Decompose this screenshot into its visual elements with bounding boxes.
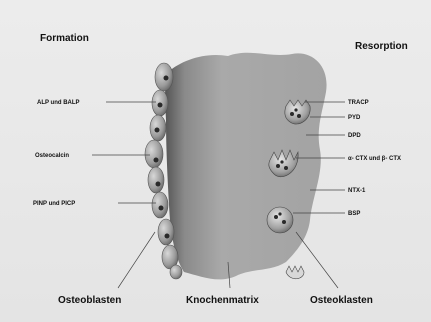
marker-ctx: α- CTX und β- CTX xyxy=(348,156,401,162)
label-osteoklasten: Osteoklasten xyxy=(310,295,373,306)
marker-alp-balp: ALP und BALP xyxy=(37,100,80,106)
formation-heading: Formation xyxy=(40,33,89,44)
label-knochenmatrix: Knochenmatrix xyxy=(186,295,259,306)
resorption-heading: Resorption xyxy=(355,41,408,52)
marker-bsp: BSP xyxy=(348,211,360,217)
marker-pinp-picp: PINP und PICP xyxy=(33,201,75,207)
marker-dpd: DPD xyxy=(348,133,361,139)
marker-pyd: PYD xyxy=(348,115,361,121)
marker-tracp: TRACP xyxy=(348,100,369,106)
marker-osteocalcin: Osteocalcin xyxy=(35,153,69,159)
label-osteoblasten: Osteoblasten xyxy=(58,295,121,306)
bone-matrix xyxy=(165,53,326,280)
marker-ntx: NTX-1 xyxy=(348,188,366,194)
